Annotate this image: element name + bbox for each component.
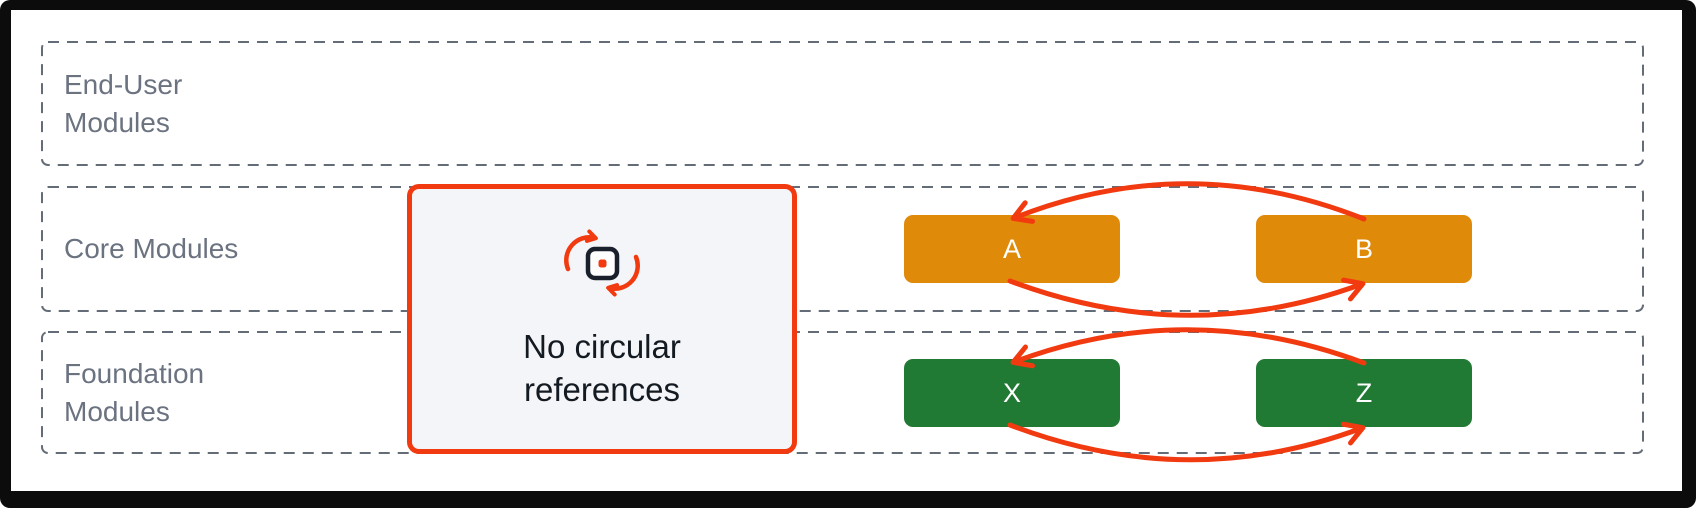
- module-box-a: A: [904, 215, 1120, 283]
- module-box-b: B: [1256, 215, 1472, 283]
- layer-box-foundation: [41, 331, 1644, 454]
- layer-box-core: [41, 186, 1644, 312]
- layer-box-end-user: [41, 41, 1644, 166]
- circular-reference-icon: [564, 229, 640, 297]
- no-circular-references-callout: No circular references: [407, 184, 797, 454]
- callout-text: No circular references: [523, 328, 681, 408]
- layer-label-foundation: Foundation Modules: [64, 357, 205, 427]
- module-box-z: Z: [1256, 359, 1472, 427]
- layer-label-end-user: End-User Modules: [64, 68, 183, 138]
- module-box-x: X: [904, 359, 1120, 427]
- layer-label-core: Core Modules: [64, 233, 239, 264]
